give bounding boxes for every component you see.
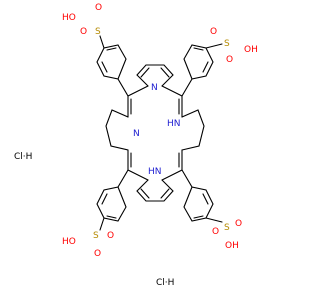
oxygen-label: O (107, 231, 114, 241)
ho-label: HO (62, 13, 76, 23)
nitrogen-right-label: HN (167, 119, 181, 129)
hcl-label-1: Cl·H (14, 152, 32, 162)
sulfonic-acid-top-right: S O OH O (210, 27, 258, 65)
oh-label: OH (225, 241, 239, 251)
aryl-ring-top-left (96, 35, 129, 97)
oxygen-label: O (95, 3, 102, 13)
sulfur-label: S (95, 27, 101, 37)
aryl-ring-bottom-right (181, 169, 223, 223)
molecule-structure: HO S O O S O OH O HO S O O S O O OH N N … (14, 3, 258, 288)
oxygen-label: O (212, 227, 219, 237)
sulfonic-acid-bottom-right: S O O OH (212, 219, 242, 251)
oh-label: OH (244, 45, 258, 55)
hcl-label-2: Cl·H (156, 278, 174, 288)
porphyrin-core (105, 64, 205, 202)
oxygen-label: O (210, 27, 217, 37)
sulfur-label: S (224, 39, 230, 49)
nitrogen-bottom-label: HN (148, 167, 162, 177)
sulfur-label: S (93, 231, 99, 241)
aryl-ring-bottom-left (96, 169, 129, 231)
oxygen-label: O (80, 27, 87, 37)
nitrogen-top-label: N (151, 83, 158, 93)
oxygen-label: O (94, 249, 101, 259)
oxygen-label: O (235, 219, 242, 229)
nitrogen-left-label: N (133, 129, 140, 139)
oxygen-label: O (226, 55, 233, 65)
sulfonic-acid-bottom-left: HO S O O (62, 231, 114, 259)
porphyrin-diagram: HO S O O S O OH O HO S O O S O O OH N N … (14, 3, 258, 288)
sulfur-label: S (224, 223, 230, 233)
ho-label: HO (62, 237, 76, 247)
sulfonic-acid-top-left: HO S O O (62, 3, 102, 37)
aryl-ring-top-right (181, 43, 223, 97)
